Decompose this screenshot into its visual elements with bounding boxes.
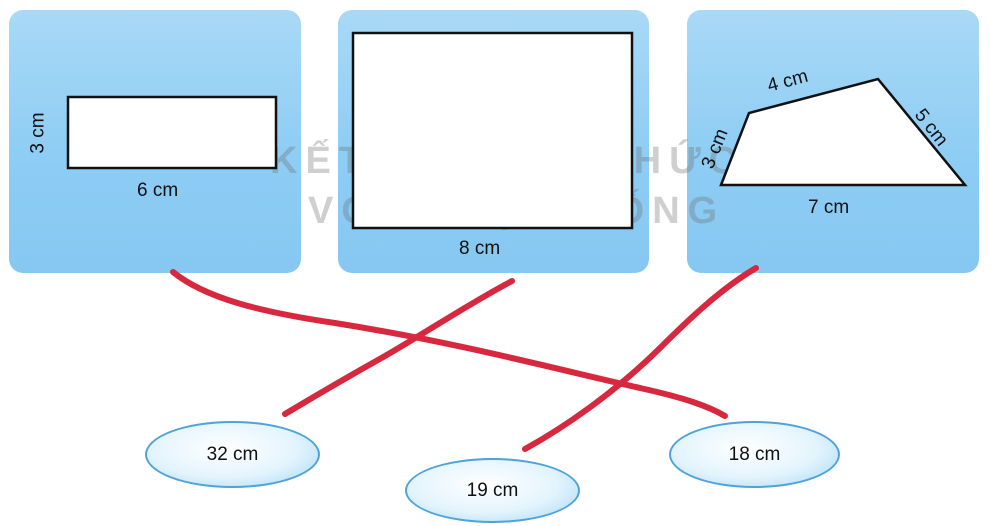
rectangle-shape (66, 95, 278, 170)
answer-text: 18 cm (728, 443, 781, 465)
answer-oval-18[interactable]: 18 cm (669, 421, 840, 488)
answer-text: 32 cm (206, 443, 259, 465)
answer-text: 19 cm (466, 479, 519, 501)
trapezoid-bottom-label: 7 cm (808, 197, 850, 218)
rectangle-width-label: 6 cm (137, 180, 179, 201)
square-side-label: 8 cm (459, 238, 501, 259)
trapezoid-shape (719, 77, 968, 187)
answer-oval-32[interactable]: 32 cm (145, 421, 320, 488)
rectangle-height-label: 3 cm (27, 112, 49, 154)
answer-oval-19[interactable]: 19 cm (405, 458, 580, 523)
square-shape (351, 31, 634, 230)
